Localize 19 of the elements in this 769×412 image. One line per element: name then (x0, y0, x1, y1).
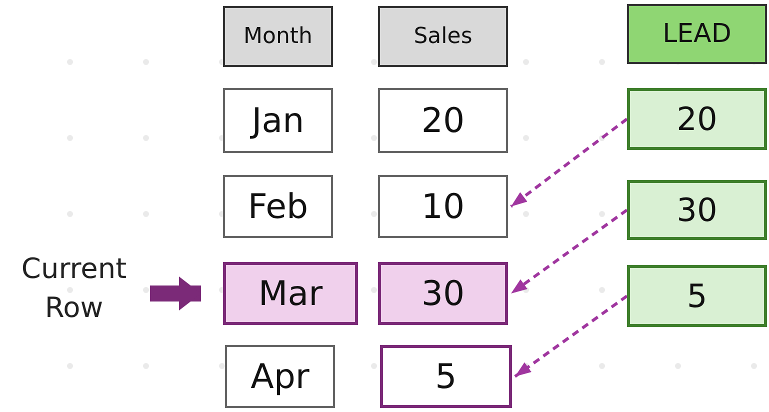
block-arrow (150, 276, 201, 310)
lead-cell: 5 (627, 265, 767, 327)
table-cell: 20 (378, 88, 508, 153)
highlighted-cell: 30 (378, 262, 508, 325)
dashed-arrow (510, 208, 628, 295)
table-cell: 10 (378, 175, 508, 238)
dashed-arrow (510, 118, 628, 208)
header-cell: Month (223, 6, 333, 67)
table-cell: Apr (225, 345, 335, 408)
header-cell: LEAD (627, 4, 767, 64)
lead-cell: 20 (627, 88, 767, 150)
highlighted-cell: Mar (223, 262, 358, 325)
row-label: Current Row (0, 248, 148, 328)
header-cell: Sales (378, 6, 508, 67)
table-cell: Feb (223, 175, 333, 238)
table-cell: Jan (223, 88, 333, 153)
highlighted-cell: 5 (380, 345, 512, 408)
dashed-arrow (514, 294, 628, 378)
lead-cell: 30 (627, 180, 767, 240)
